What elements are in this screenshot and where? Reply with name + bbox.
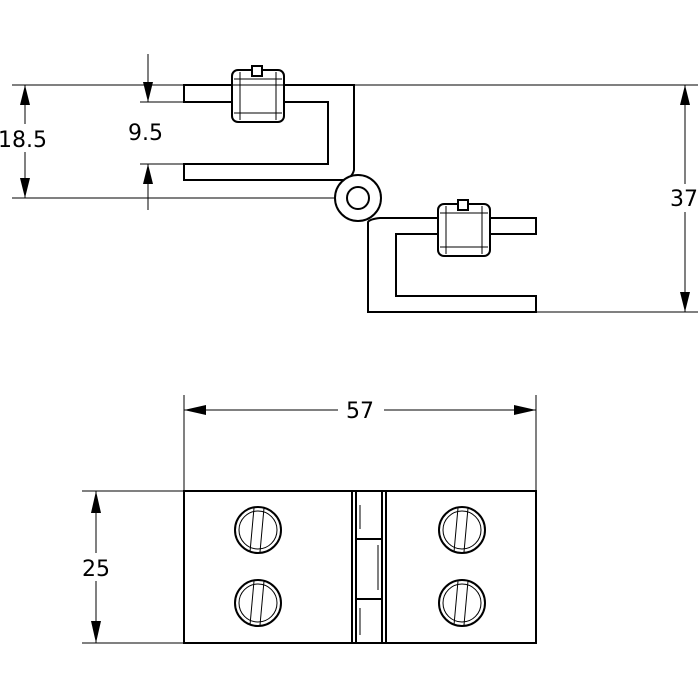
- dimension-total-height-label: 37: [670, 187, 698, 212]
- front-view: 57: [78, 395, 537, 644]
- dimension-clamp-height-label: 18.5: [0, 128, 47, 153]
- hinge-pin-hole: [346, 186, 370, 210]
- dimension-total-height: 37: [668, 85, 700, 312]
- dimension-total-width: 57: [184, 396, 536, 424]
- screw-bottom-left: [234, 579, 282, 627]
- screw-bottom-right: [438, 579, 486, 627]
- dimension-slot-height: 9.5: [128, 54, 184, 210]
- dimension-total-width-label: 57: [346, 399, 374, 424]
- dimension-leaf-width-label: 25: [82, 557, 110, 582]
- screw-top-left: [234, 506, 282, 554]
- side-view: 18.5 9.5 37: [0, 54, 700, 313]
- dimension-slot-height-label: 9.5: [128, 121, 163, 146]
- upper-set-screw: [231, 65, 285, 123]
- dimension-leaf-width: 25: [78, 491, 116, 643]
- dimension-clamp-height: 18.5: [0, 85, 54, 198]
- hinge-knuckle-strip: [351, 490, 387, 644]
- lower-set-screw: [437, 199, 491, 257]
- screw-top-right: [438, 506, 486, 554]
- lower-clamp-body: [367, 217, 537, 313]
